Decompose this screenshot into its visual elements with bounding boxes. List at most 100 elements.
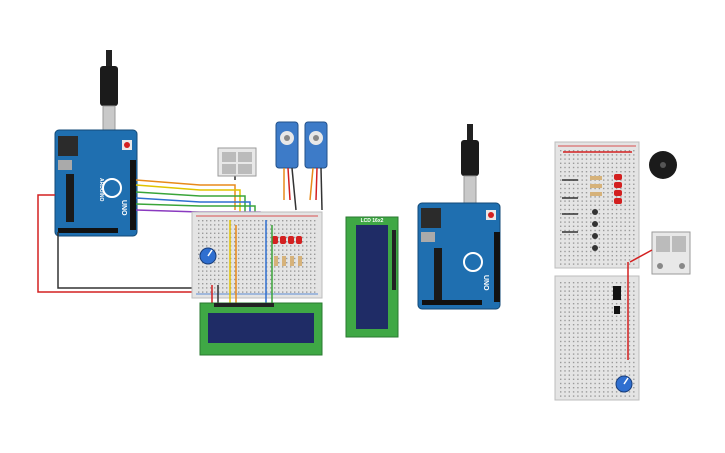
breadboard-hole — [218, 253, 220, 255]
breadboard-hole — [581, 361, 583, 364]
breadboard-hole — [314, 262, 316, 264]
breadboard-hole — [560, 324, 562, 326]
breadboard-hole — [278, 245, 280, 247]
breadboard-hole — [262, 253, 264, 255]
breadboard-hole — [590, 315, 592, 317]
breadboard-hole — [560, 255, 562, 257]
breadboard-hole — [274, 232, 276, 234]
breadboard-hole — [585, 282, 588, 284]
breadboard-hole — [572, 166, 575, 169]
breadboard-hole — [262, 241, 264, 243]
breadboard-hole — [611, 378, 613, 380]
breadboard-hole — [278, 224, 280, 226]
breadboard-hole — [242, 266, 244, 268]
breadboard-hole — [568, 382, 570, 385]
breadboard-hole — [572, 294, 575, 296]
breadboard-hole — [564, 311, 566, 313]
breadboard-hole — [603, 374, 605, 376]
arduino-uno-right[interactable]: UNO — [417, 202, 501, 310]
breadboard-hole — [202, 241, 204, 243]
breadboard-hole — [598, 187, 601, 190]
breadboard-hole — [206, 232, 208, 234]
breadboard-hole — [572, 238, 575, 240]
breadboard-hole — [234, 287, 236, 289]
servo-icon[interactable] — [275, 121, 299, 169]
breadboard-hole — [206, 245, 208, 247]
breadboard-hole — [298, 232, 300, 234]
breadboard-hole — [262, 245, 264, 247]
breadboard-hole — [560, 221, 562, 223]
breadboard-hole — [572, 234, 575, 236]
breadboard-hole — [314, 241, 316, 243]
breadboard-hole — [624, 238, 626, 240]
breadboard-hole — [607, 175, 609, 177]
breadboard-hole — [607, 336, 609, 338]
breadboard-hole — [577, 217, 579, 219]
breadboard-hole — [624, 166, 626, 169]
led-array-right[interactable] — [590, 174, 622, 204]
breadboard-hole — [615, 324, 618, 326]
breadboard-hole — [607, 183, 609, 185]
breadboard-hole — [274, 291, 276, 293]
breadboard-hole — [258, 270, 260, 272]
breadboard-hole — [564, 353, 566, 355]
breadboard-hole — [590, 175, 592, 177]
breadboard-hole — [624, 150, 626, 152]
breadboard-hole — [310, 278, 312, 281]
breadboard-hole — [254, 257, 256, 260]
switch-block[interactable] — [217, 147, 257, 177]
breadboard-hole — [594, 361, 596, 364]
led-array-left[interactable] — [272, 236, 302, 266]
sensor-chip[interactable] — [613, 286, 621, 314]
arduino-uno-left[interactable]: UNO ARDUINO — [54, 129, 138, 237]
breadboard-left[interactable] — [191, 211, 323, 299]
breadboard-hole — [607, 387, 609, 389]
servo-icon[interactable] — [304, 121, 328, 169]
breadboard-hole — [620, 196, 622, 198]
breadboard-hole — [258, 228, 260, 230]
breadboard-hole — [222, 274, 224, 276]
pushbutton-icon[interactable] — [562, 179, 598, 251]
breadboard-hole — [620, 255, 622, 257]
breadboard-hole — [210, 283, 212, 285]
lcd-horizontal[interactable] — [199, 302, 323, 356]
potentiometer-icon[interactable] — [199, 247, 217, 265]
breadboard-hole — [603, 238, 605, 240]
breadboard-hole — [302, 274, 304, 276]
breadboard-hole — [310, 220, 312, 222]
breadboard-hole — [607, 200, 609, 202]
switch-block-right[interactable] — [651, 231, 691, 275]
breadboard-hole — [210, 270, 212, 272]
buzzer-icon[interactable] — [649, 151, 677, 179]
breadboard-hole — [598, 298, 601, 301]
potentiometer-icon[interactable] — [615, 375, 633, 393]
breadboard-hole — [598, 242, 601, 244]
breadboard-hole — [620, 166, 622, 169]
breadboard-hole — [624, 171, 626, 173]
breadboard-hole — [598, 349, 601, 351]
breadboard-hole — [581, 370, 583, 372]
breadboard-hole — [633, 171, 635, 173]
breadboard-hole — [624, 328, 626, 330]
breadboard-hole — [286, 236, 288, 239]
breadboard-hole — [226, 224, 228, 226]
breadboard-hole — [585, 183, 588, 185]
breadboard-hole — [577, 166, 579, 169]
breadboard-hole — [560, 250, 562, 253]
breadboard-hole — [564, 158, 566, 160]
breadboard-hole — [206, 220, 208, 222]
breadboard-hole — [598, 361, 601, 364]
breadboard-hole — [294, 291, 296, 293]
breadboard-hole — [620, 357, 622, 359]
breadboard-hole — [206, 270, 208, 272]
lcd-vertical[interactable]: LCD 16x2 — [345, 216, 399, 338]
breadboard-hole — [568, 263, 570, 265]
breadboard-hole — [286, 253, 288, 255]
breadboard-hole — [594, 315, 596, 317]
breadboard-hole — [615, 345, 618, 347]
breadboard-hole — [633, 175, 635, 177]
breadboard-hole — [628, 213, 631, 215]
breadboard-hole — [302, 283, 304, 285]
breadboard-hole — [222, 262, 224, 264]
breadboard-hole — [250, 249, 252, 251]
